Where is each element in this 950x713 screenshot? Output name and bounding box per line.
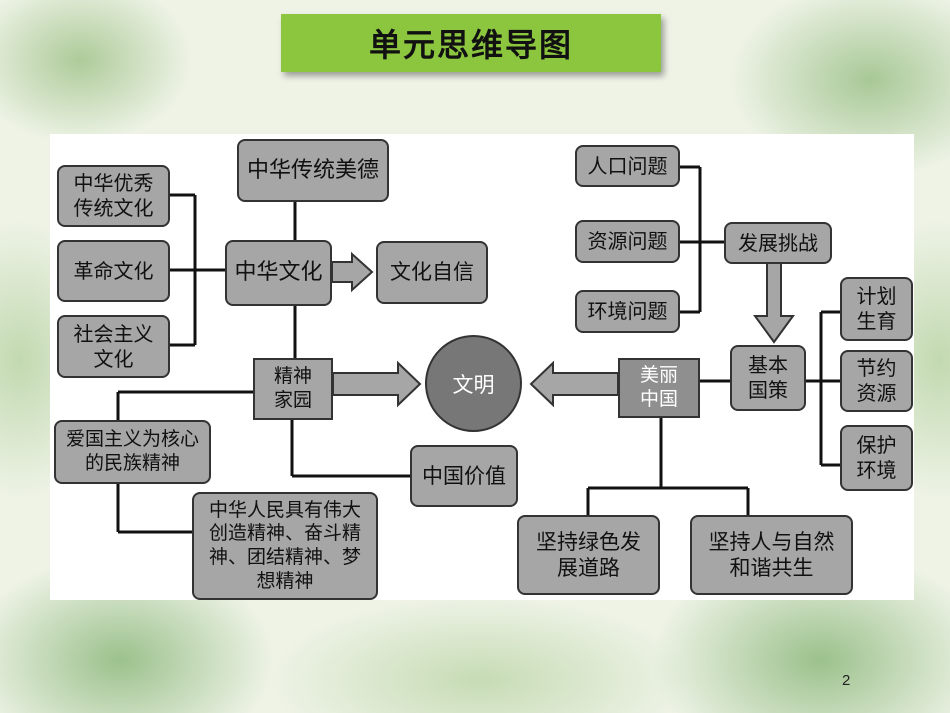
virtue-node: 中华传统美德 [237,139,389,202]
problem-node: 环境问题 [575,290,680,333]
culture-source-node: 革命文化 [57,240,170,302]
spiritual-home-node: 精神家园 [253,358,333,420]
beautiful-china-node: 美丽中国 [618,358,700,418]
page-title: 单元思维导图 [368,26,573,64]
path-node: 坚持人与自然和谐共生 [690,515,853,595]
title-banner: 单元思维导图 [281,14,661,72]
national-spirit-node: 中华人民具有伟大创造精神、奋斗精神、团结精神、梦想精神 [192,492,378,600]
culture-source-node: 中华优秀传统文化 [57,165,170,227]
page-number: 2 [842,672,851,689]
policy-item-node: 节约资源 [840,350,913,412]
challenge-node: 发展挑战 [724,222,832,264]
culture-node: 中华文化 [225,240,332,306]
patriotism-node: 爱国主义为核心的民族精神 [54,420,211,484]
arrow-home-to-civilization [332,360,422,408]
culture-source-node: 社会主义文化 [57,315,170,378]
policy-node: 基本国策 [730,345,806,411]
problem-node: 资源问题 [575,220,680,263]
arrow-culture-to-confidence [331,251,374,293]
problem-node: 人口问题 [575,145,680,187]
values-node: 中国价值 [410,445,518,507]
confidence-node: 文化自信 [376,241,488,304]
policy-item-node: 保护环境 [840,425,913,491]
path-node: 坚持绿色发展道路 [517,515,660,595]
arrow-china-to-civilization [529,360,619,408]
civilization-center: 文明 [425,335,522,432]
arrow-challenge-to-policy [753,261,795,344]
policy-item-node: 计划生育 [840,277,913,341]
